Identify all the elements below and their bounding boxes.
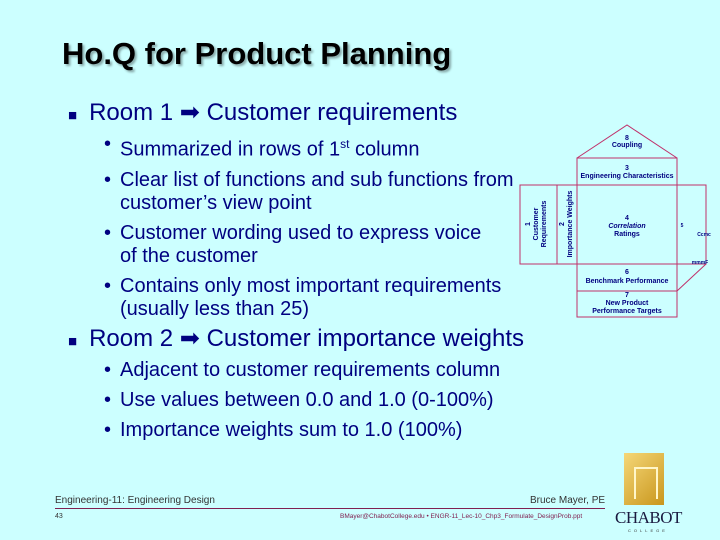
svg-text:Ratings: Ratings bbox=[614, 231, 640, 238]
main-row bbox=[519, 184, 707, 265]
room2-bullets: •Adjacent to customer requirements colum… bbox=[104, 359, 501, 441]
svg-text:Importance Weights: Importance Weights bbox=[567, 191, 574, 258]
svg-text:Benchmark Performance: Benchmark Performance bbox=[586, 278, 669, 285]
room1-bullets: •Summarized in rows of 1st column •Clear… bbox=[104, 133, 514, 320]
svg-text:Engineering Characteristics: Engineering Characteristics bbox=[581, 173, 674, 180]
room2-heading: ■Room 2 ➡ Customer importance weights bbox=[68, 325, 525, 352]
logo-text: CHABOT bbox=[615, 508, 682, 527]
svg-text:New Product: New Product bbox=[606, 300, 649, 307]
svg-text:1: 1 bbox=[525, 222, 532, 226]
slide-title: Ho.Q for Product Planning bbox=[62, 36, 452, 71]
page-number: 43 bbox=[55, 513, 63, 520]
svg-text:2: 2 bbox=[559, 222, 566, 226]
svg-text:mmmF: mmmF bbox=[692, 260, 708, 266]
svg-text:3: 3 bbox=[625, 165, 629, 172]
logo-subtext: COLLEGE bbox=[628, 528, 668, 533]
svg-text:Ccmc: Ccmc bbox=[697, 232, 711, 238]
svg-text:7: 7 bbox=[625, 292, 629, 299]
room1-heading: ■Room 1 ➡ Customer requirements bbox=[68, 99, 458, 126]
svg-text:5: 5 bbox=[681, 223, 684, 229]
svg-text:Customer: Customer bbox=[533, 207, 540, 240]
svg-text:4: 4 bbox=[625, 215, 629, 222]
svg-text:8: 8 bbox=[625, 135, 629, 142]
footer-divider bbox=[55, 508, 605, 509]
roof bbox=[576, 124, 678, 159]
svg-text:Correlation: Correlation bbox=[608, 223, 645, 230]
svg-text:Coupling: Coupling bbox=[612, 142, 642, 149]
center-column bbox=[576, 157, 678, 318]
svg-text:Requirements: Requirements bbox=[541, 201, 548, 248]
footer-author: Bruce Mayer, PE bbox=[530, 495, 606, 506]
svg-text:6: 6 bbox=[625, 269, 629, 276]
footer-course: Engineering-11: Engineering Design bbox=[55, 495, 215, 506]
footer-file: BMayer@ChabotCollege.edu • ENGR-11_Lec-1… bbox=[340, 513, 583, 520]
svg-text:Performance Targets: Performance Targets bbox=[592, 308, 662, 315]
chabot-logo-icon bbox=[620, 453, 670, 509]
